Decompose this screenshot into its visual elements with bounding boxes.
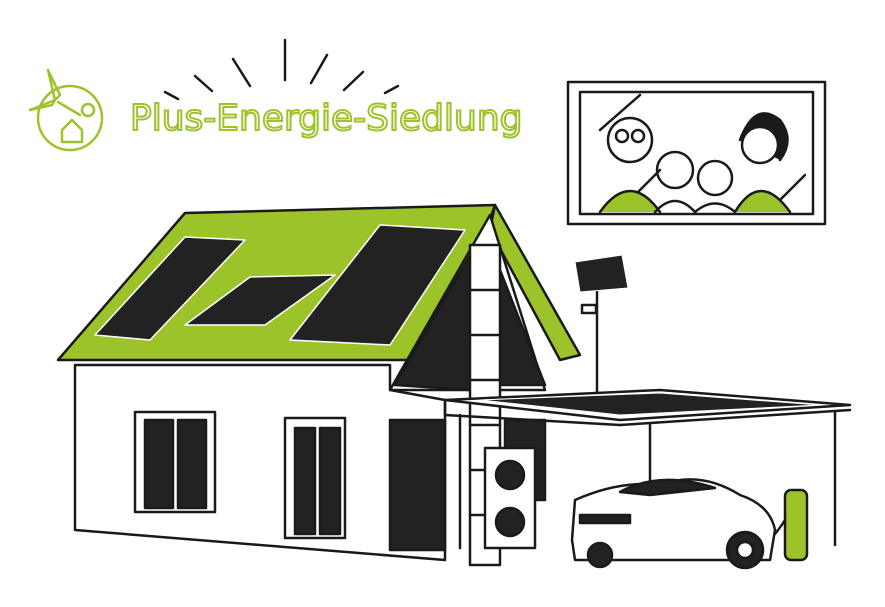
boy (653, 150, 697, 214)
house (56, 203, 582, 567)
sun-rays-icon (163, 38, 400, 101)
mom (733, 112, 792, 214)
electric-car (570, 478, 777, 570)
dad (598, 116, 662, 214)
solar-panels (94, 224, 466, 346)
window-middle (283, 416, 347, 540)
logo-text: Plus-Energie-Siedlung (129, 97, 523, 140)
child (693, 159, 737, 214)
logo-emblem-icon (28, 68, 104, 152)
solar-lamp (574, 254, 629, 397)
heat-pump (483, 446, 537, 550)
family-picture (566, 80, 827, 226)
window-left (133, 410, 217, 514)
carport (443, 388, 852, 550)
